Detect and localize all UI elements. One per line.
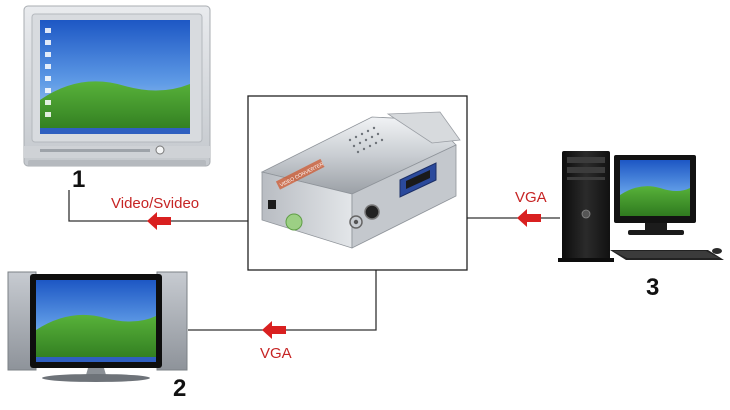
line-to-crt-tv [68,190,248,222]
label-vga-lcd: VGA [260,345,292,362]
red-left-arrow-icon [517,209,541,227]
converter-svideo-port [364,204,380,220]
red-left-arrow-icon [147,212,171,230]
crt-tv-number: 1 [72,166,86,193]
red-left-arrow-icon [262,321,286,339]
converter-logo [285,213,303,231]
label-video-svideo: Video/Svideo [111,195,200,212]
connection-lines [68,190,560,331]
label-vga-computer: VGA [515,189,547,206]
computer-number: 3 [646,274,660,301]
converter-vga-port [399,162,437,198]
lcd-tv [7,271,188,382]
desktop-computer [558,151,724,262]
crt-tv [23,5,211,167]
line-to-lcd-tv [188,270,377,331]
lcd-tv-number: 2 [173,375,187,402]
video-converter: VIDEO CONVERTER [247,95,468,271]
